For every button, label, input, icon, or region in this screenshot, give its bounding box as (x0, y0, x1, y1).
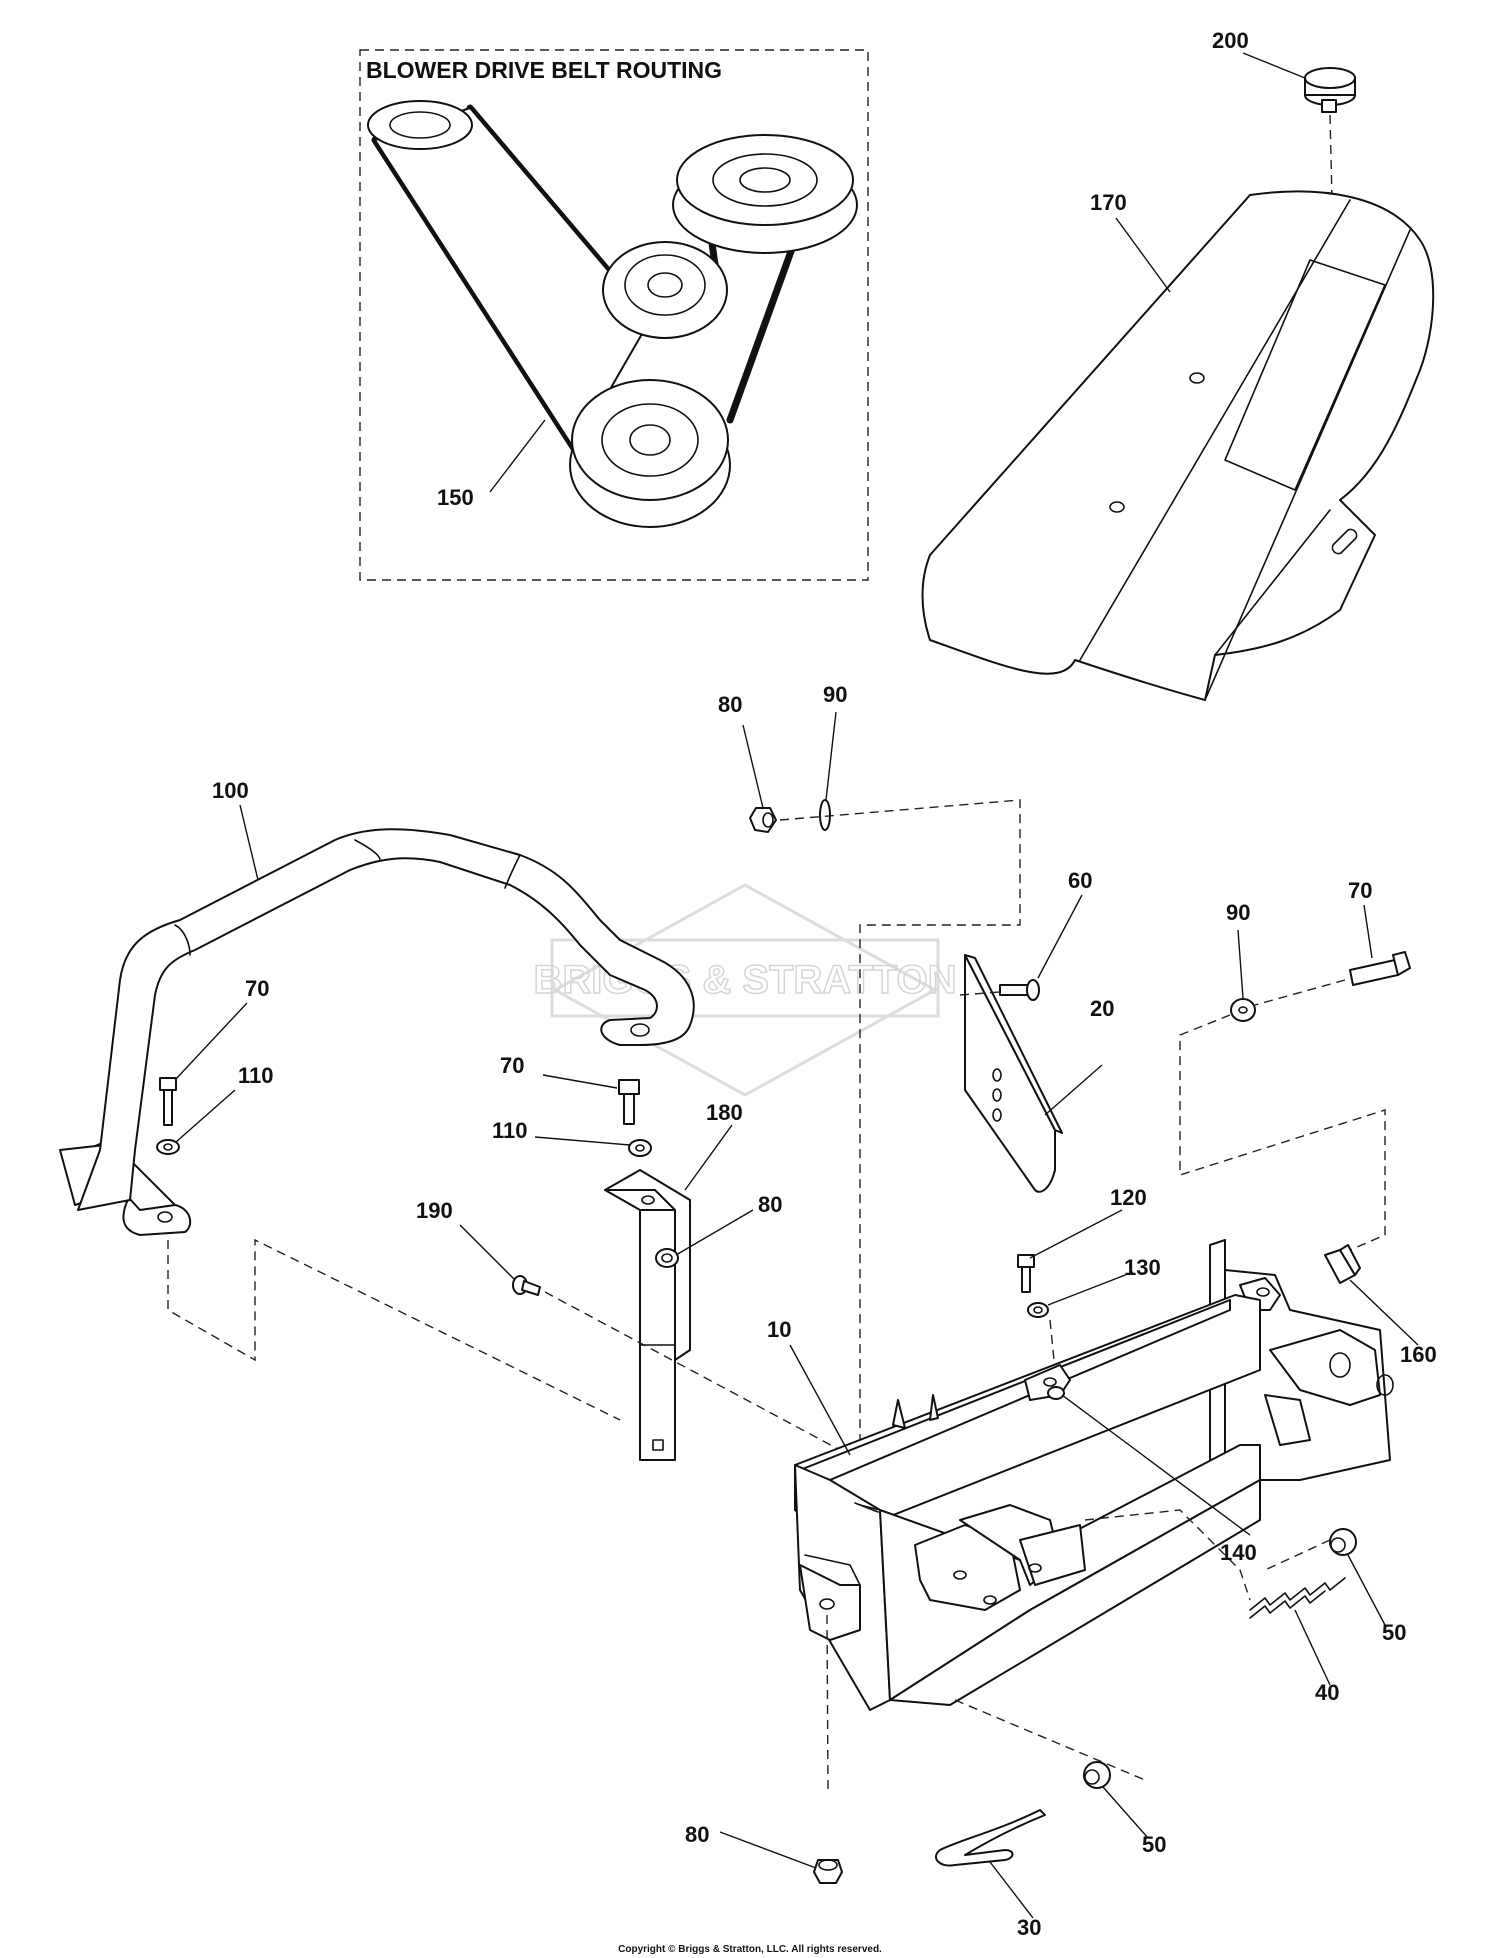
part-plate (964, 954, 1063, 1193)
part-spacer-50-bottom (1083, 1761, 1111, 1789)
nut-140 (1047, 1386, 1065, 1400)
callout-80-top: 80 (718, 692, 742, 717)
part-bracket (604, 1169, 691, 1461)
idler-pulley-upper (602, 241, 728, 339)
callout-190: 190 (416, 1198, 453, 1223)
callout-80-bottom: 80 (685, 1822, 709, 1847)
part-clip-160 (1324, 1244, 1361, 1284)
callout-120: 120 (1110, 1185, 1147, 1210)
part-pin-30 (935, 1809, 1046, 1867)
part-screw-190 (512, 1275, 541, 1296)
callout-60: 60 (1068, 868, 1092, 893)
bracket-bolt (618, 1079, 652, 1157)
callout-70-left: 70 (245, 976, 269, 1001)
blower-pulley (672, 134, 858, 254)
drive-pulley (367, 100, 473, 150)
inset-title: BLOWER DRIVE BELT ROUTING (366, 57, 722, 83)
callout-20: 20 (1090, 996, 1114, 1021)
idler-pulley-lower (569, 379, 731, 528)
part-bolt-120 (1017, 1254, 1035, 1293)
part-nut-80-bottom (813, 1859, 843, 1884)
callout-70-right: 70 (1348, 878, 1372, 903)
callout-30: 30 (1017, 1915, 1041, 1940)
part-spring-40 (1249, 1577, 1346, 1619)
callout-160: 160 (1400, 1342, 1437, 1367)
callout-10: 10 (767, 1317, 791, 1342)
belt-routing-inset: BLOWER DRIVE BELT ROUTING (359, 49, 869, 581)
part-washer-top (819, 799, 831, 831)
inset-frame (359, 49, 869, 581)
callout-100: 100 (212, 778, 249, 803)
callout-90-top: 90 (823, 682, 847, 707)
callout-50-bottom: 50 (1142, 1832, 1166, 1857)
copyright-notice: Copyright © Briggs & Stratton, LLC. All … (618, 1944, 882, 1955)
callout-40: 40 (1315, 1680, 1339, 1705)
leader-lines (174, 52, 1419, 1919)
callouts: 200 170 150 80 90 100 60 90 70 70 110 70… (212, 28, 1437, 1940)
callout-200: 200 (1212, 28, 1249, 53)
callout-150: 150 (437, 485, 474, 510)
part-spacer-50-right (1329, 1528, 1357, 1556)
callout-170: 170 (1090, 190, 1127, 215)
callout-130: 130 (1124, 1255, 1161, 1280)
watermark-text: BRIGGS & STRATTON (534, 958, 957, 1002)
part-mount-frame (794, 1239, 1394, 1711)
callout-180: 180 (706, 1100, 743, 1125)
part-nut-top (749, 807, 777, 833)
part-knob (1304, 67, 1356, 113)
part-washer-130 (1027, 1302, 1049, 1318)
callout-50-right: 50 (1382, 1620, 1406, 1645)
callout-70-mid: 70 (500, 1053, 524, 1078)
bracket-nut (655, 1248, 679, 1268)
part-bolt-70-right (1349, 951, 1411, 986)
part-belt-cover (921, 190, 1435, 701)
callout-110-mid: 110 (492, 1118, 528, 1143)
part-bolt-60 (999, 979, 1040, 1001)
callout-90-right: 90 (1226, 900, 1250, 925)
callout-80-mid: 80 (758, 1192, 782, 1217)
part-handle (59, 828, 695, 1236)
callout-140: 140 (1220, 1540, 1257, 1565)
callout-110-left: 110 (238, 1063, 274, 1088)
part-washer-90-right (1230, 998, 1256, 1022)
handle-bolt-left (156, 1077, 180, 1155)
